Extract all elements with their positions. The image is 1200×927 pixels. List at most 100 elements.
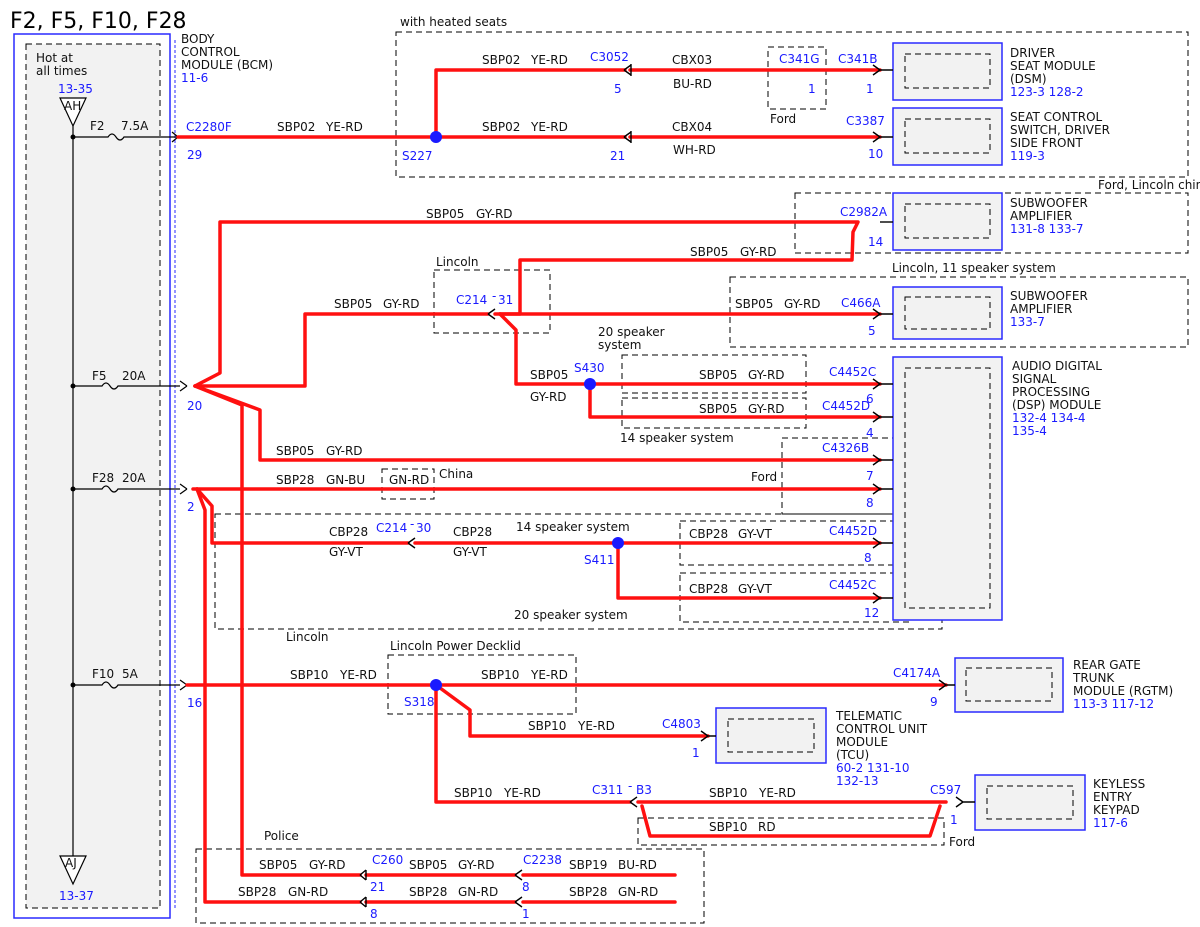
rgtm-label-1: REAR GATE (1073, 658, 1141, 672)
ah-ref: 13-35 (58, 82, 93, 96)
region-ford-keypad-label: Ford (949, 835, 975, 849)
fuse-f10: F10 5A 16 (70, 667, 202, 710)
seat-switch-label-3: SIDE FRONT (1010, 136, 1083, 150)
keypad-label-3: KEYPAD (1093, 803, 1140, 817)
wl-gyrd-e: GY-RD (530, 390, 567, 404)
region-lincoln-lower-label: Lincoln (286, 630, 329, 644)
c3052-pin21: 21 (610, 149, 625, 163)
c260-label: C260 (372, 853, 403, 867)
rgtm-ref: 113-3 117-12 (1073, 697, 1154, 711)
bcm-border (13, 33, 171, 919)
fuse-f10-pin: 16 (187, 696, 202, 710)
rgtm-label-2: TRUNK (1072, 671, 1115, 685)
connector-arrows (359, 64, 975, 908)
wl-sbp10-d: SBP10 (454, 786, 492, 800)
wl-yerd-10b: YE-RD (530, 668, 568, 682)
module-dsp: AUDIO DIGITAL SIGNAL PROCESSING (DSP) MO… (892, 356, 1102, 621)
wl-yerd-10c: YE-RD (577, 719, 615, 733)
aj-ref: 13-37 (59, 889, 94, 903)
splice-s430-label: S430 (574, 361, 605, 375)
sub-amp2-label-2: AMPLIFIER (1010, 302, 1072, 316)
wire-cbp28-c4452c (616, 541, 882, 600)
tcu-label-1: TELEMATIC (835, 709, 902, 723)
fuse-f28: F28 20A 2 (70, 471, 195, 514)
seat-switch-label-1: SEAT CONTROL (1010, 110, 1103, 124)
wl-sbp19: SBP19 (569, 858, 607, 872)
ah-triangle-icon (59, 97, 87, 128)
wl-cbx03: CBX03 (672, 53, 712, 67)
dsp-ref-1: 132-4 134-4 (1012, 411, 1086, 425)
region-ford-lincoln-china-label: Ford, Lincoln china (1098, 178, 1200, 192)
rgtm-label-3: MODULE (RGTM) (1073, 684, 1173, 698)
splice-s318 (430, 679, 442, 691)
tcu-ref-1: 60-2 131-10 (836, 761, 910, 775)
keypad-ref: 117-6 (1093, 816, 1128, 830)
wl-gyvt-d: GY-VT (738, 582, 772, 596)
bcm-label-2: CONTROL (181, 45, 240, 59)
wire-sbp10-rd (640, 804, 942, 838)
region-heated-seats (395, 31, 1189, 178)
c466a-pin: 5 (868, 324, 876, 338)
c466a-label: C466A (841, 296, 881, 310)
wl-burd-19: BU-RD (618, 858, 657, 872)
splice-s318-label: S318 (404, 695, 435, 709)
region-china (381, 468, 435, 500)
wire-sbp02-top (434, 68, 627, 139)
wl-sbp02-a: SBP02 (277, 120, 315, 134)
wl-whrd: WH-RD (673, 143, 716, 157)
region-14spk-mid (621, 397, 807, 429)
wl-cbp28-c: CBP28 (689, 527, 728, 541)
splice-s411 (612, 537, 624, 549)
bcm-inner-box (25, 43, 161, 909)
c4326b-label: C4326B (822, 441, 869, 455)
wl-sbp05-p1: SBP05 (259, 858, 297, 872)
c4326b-pin8: 8 (866, 496, 874, 510)
bcm-connector-c2280f: C2280F (186, 120, 232, 134)
wl-cbp28-d: CBP28 (689, 582, 728, 596)
c214-30-pin: 30 (416, 521, 431, 535)
c214-30-dash: - (410, 517, 414, 531)
fuse-f2: F2 7.5A 29 (70, 119, 202, 162)
fuse-f10-rating: 5A (122, 667, 139, 681)
seat-switch-ref: 119-3 (1010, 149, 1045, 163)
fuse-f5-rating: 20A (122, 369, 146, 383)
c4452d-top-pin: 4 (866, 426, 874, 440)
c2982a-label: C2982A (840, 205, 888, 219)
splice-s430 (584, 378, 596, 390)
hot-label-2: all times (36, 64, 87, 78)
c214-31-label: C214 (456, 293, 487, 307)
fuse-f5-name: F5 (92, 369, 107, 383)
wire-labels: SBP02 YE-RD SBP02 YE-RD SBP02 YE-RD CBX0… (238, 53, 821, 899)
wl-yerd-c: YE-RD (530, 120, 568, 134)
c3052-label: C3052 (590, 50, 629, 64)
c3052-pin5: 5 (614, 82, 622, 96)
diagram-title: F2, F5, F10, F28 (10, 9, 187, 34)
region-lincoln-11 (729, 276, 1189, 348)
wl-yerd-10d: YE-RD (503, 786, 541, 800)
c4174a-label: C4174A (893, 666, 941, 680)
c3387-label: C3387 (846, 114, 885, 128)
region-heated-seats-label: with heated seats (400, 15, 507, 29)
wl-cbp28-a: CBP28 (329, 525, 368, 539)
wire-sbp05-police (193, 384, 362, 877)
dsm-label-3: (DSM) (1010, 72, 1047, 86)
wl-gyrd-g: GY-RD (748, 402, 785, 416)
splice-s411-label: S411 (584, 553, 615, 567)
dsm-ref: 123-3 128-2 (1010, 85, 1084, 99)
wl-sbp28-p1: SBP28 (238, 885, 276, 899)
region-ford-keypad (637, 817, 945, 846)
wl-sbp05-e: SBP05 (530, 368, 568, 382)
wl-sbp10-f: SBP10 (709, 820, 747, 834)
module-keypad: KEYLESS ENTRY KEYPAD 117-6 (974, 774, 1145, 831)
dsm-label-2: SEAT MODULE (1010, 59, 1096, 73)
wl-yerd-a: YE-RD (325, 120, 363, 134)
fuse-f2-rating: 7.5A (121, 119, 149, 133)
wire-sbp05-s430 (498, 312, 592, 386)
wl-gnbu: GN-BU (326, 473, 365, 487)
module-seat-switch: SEAT CONTROL SWITCH, DRIVER SIDE FRONT 1… (892, 107, 1110, 166)
aj-triangle-icon (59, 855, 87, 886)
region-police (195, 848, 705, 924)
wl-sbp28-p3: SBP28 (569, 885, 607, 899)
region-ford-mid-label: Ford (751, 470, 777, 484)
